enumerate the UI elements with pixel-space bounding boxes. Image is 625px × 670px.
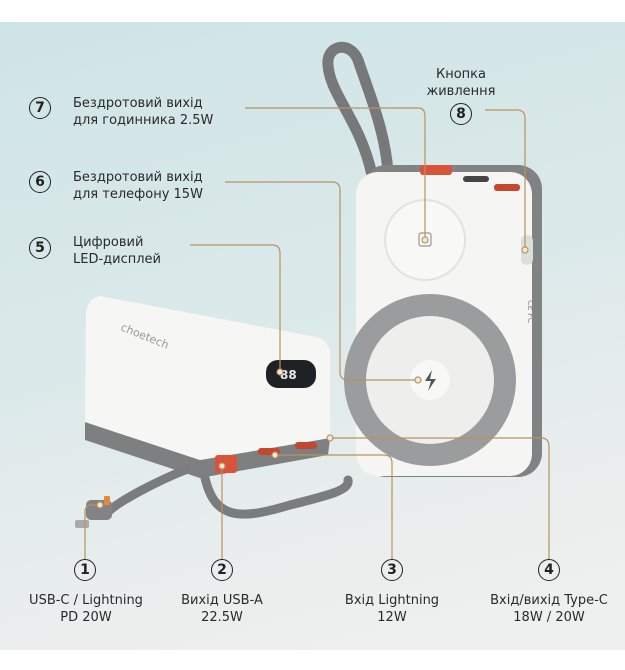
callout-6-line2: для телефону 15W (73, 187, 203, 202)
callout-3-line1: Вхід Lightning (344, 593, 440, 608)
callout-3-line2: 12W (377, 610, 407, 625)
callout-8-line2: живлення (426, 84, 496, 99)
callout-3-label: Вхід Lightning 12W (345, 592, 439, 626)
callout-number-6: 6 (29, 171, 51, 193)
callout-number-7: 7 (29, 97, 51, 119)
callout-number-5: 5 (29, 237, 51, 259)
callout-number-1: 1 (74, 559, 96, 581)
type-c-port-top (463, 176, 489, 182)
callout-7-label: Бездротовий вихід для годинника 2.5W (73, 95, 213, 129)
callout-2-line1: Вихід USB-A (181, 593, 263, 608)
callout-4-line1: Вхід/вихід Type-C (490, 593, 608, 608)
callout-number-4: 4 (538, 559, 560, 581)
callout-2-line2: 22.5W (201, 610, 243, 625)
callout-7-line2: для годинника 2.5W (73, 113, 214, 128)
svg-text:CE FC: CE FC (526, 300, 535, 324)
callout-4-line2: 18W / 20W (513, 610, 585, 625)
callout-1-line1: USB-C / Lightning (29, 593, 143, 608)
lanyard-strap (322, 41, 394, 181)
callout-1-line2: PD 20W (60, 610, 112, 625)
leader-dots (96, 236, 529, 509)
callout-8-line1: Кнопка (435, 67, 487, 82)
callout-8-label: Кнопка живлення (427, 66, 496, 100)
type-c-port-top-2 (494, 184, 520, 191)
usb-a-port-top (420, 165, 452, 175)
type-c-port (295, 442, 317, 449)
callout-4-label: Вхід/вихід Type-C 18W / 20W (490, 592, 608, 626)
callout-5-label: Цифровий LED-дисплей (73, 234, 161, 268)
usb-a-port (215, 455, 237, 473)
led-display-reading: 88 (280, 368, 297, 382)
power-bank-lying: choetech 88 (85, 296, 330, 478)
callout-5-line1: Цифровий (73, 235, 144, 250)
callout-2-label: Вихід USB-A 22.5W (181, 592, 263, 626)
callout-1-label: USB-C / Lightning PD 20W (29, 592, 143, 626)
callout-7-line1: Бездротовий вихід (73, 96, 203, 111)
lightning-icon (425, 370, 436, 391)
callout-6-line1: Бездротовий вихід (73, 170, 203, 185)
built-in-cable (200, 473, 353, 519)
callout-number-3: 3 (381, 559, 403, 581)
callout-6-label: Бездротовий вихід для телефону 15W (73, 169, 203, 203)
callout-number-2: 2 (211, 559, 233, 581)
led-display (266, 360, 316, 388)
callout-5-line2: LED-дисплей (73, 252, 161, 267)
leader-lines (84, 107, 550, 560)
callout-number-8: 8 (450, 103, 472, 125)
power-bank-standing: CE FC (344, 165, 542, 477)
